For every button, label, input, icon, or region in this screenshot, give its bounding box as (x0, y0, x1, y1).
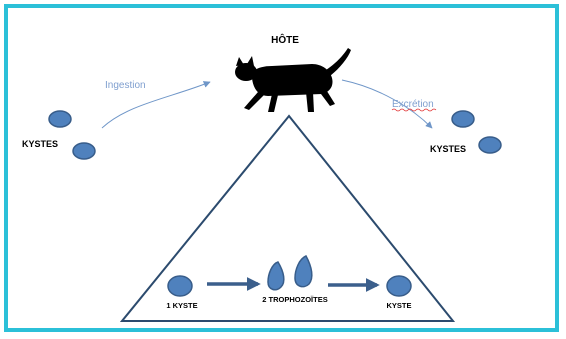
stage3-cyst (387, 276, 411, 296)
cat-icon (235, 48, 351, 112)
ingestion-label: Ingestion (105, 80, 146, 91)
stage2-label: 2 TROPHOZOÏTES (262, 295, 327, 304)
trophozoite-1 (268, 262, 284, 290)
trophozoite-2 (295, 256, 312, 287)
left-cysts-label: KYSTES (22, 139, 58, 149)
stage1-cyst (168, 276, 192, 296)
cyst-left-top (49, 111, 71, 127)
right-cysts-label: KYSTES (430, 144, 466, 154)
host-label: HÔTE (271, 33, 299, 46)
excretion-label: Excrétion (392, 99, 434, 110)
cyst-right-top (452, 111, 474, 127)
stage3-label: KYSTE (386, 301, 411, 310)
cyst-right-bottom (479, 137, 501, 153)
cyst-left-bottom (73, 143, 95, 159)
stage1-label: 1 KYSTE (166, 301, 197, 310)
